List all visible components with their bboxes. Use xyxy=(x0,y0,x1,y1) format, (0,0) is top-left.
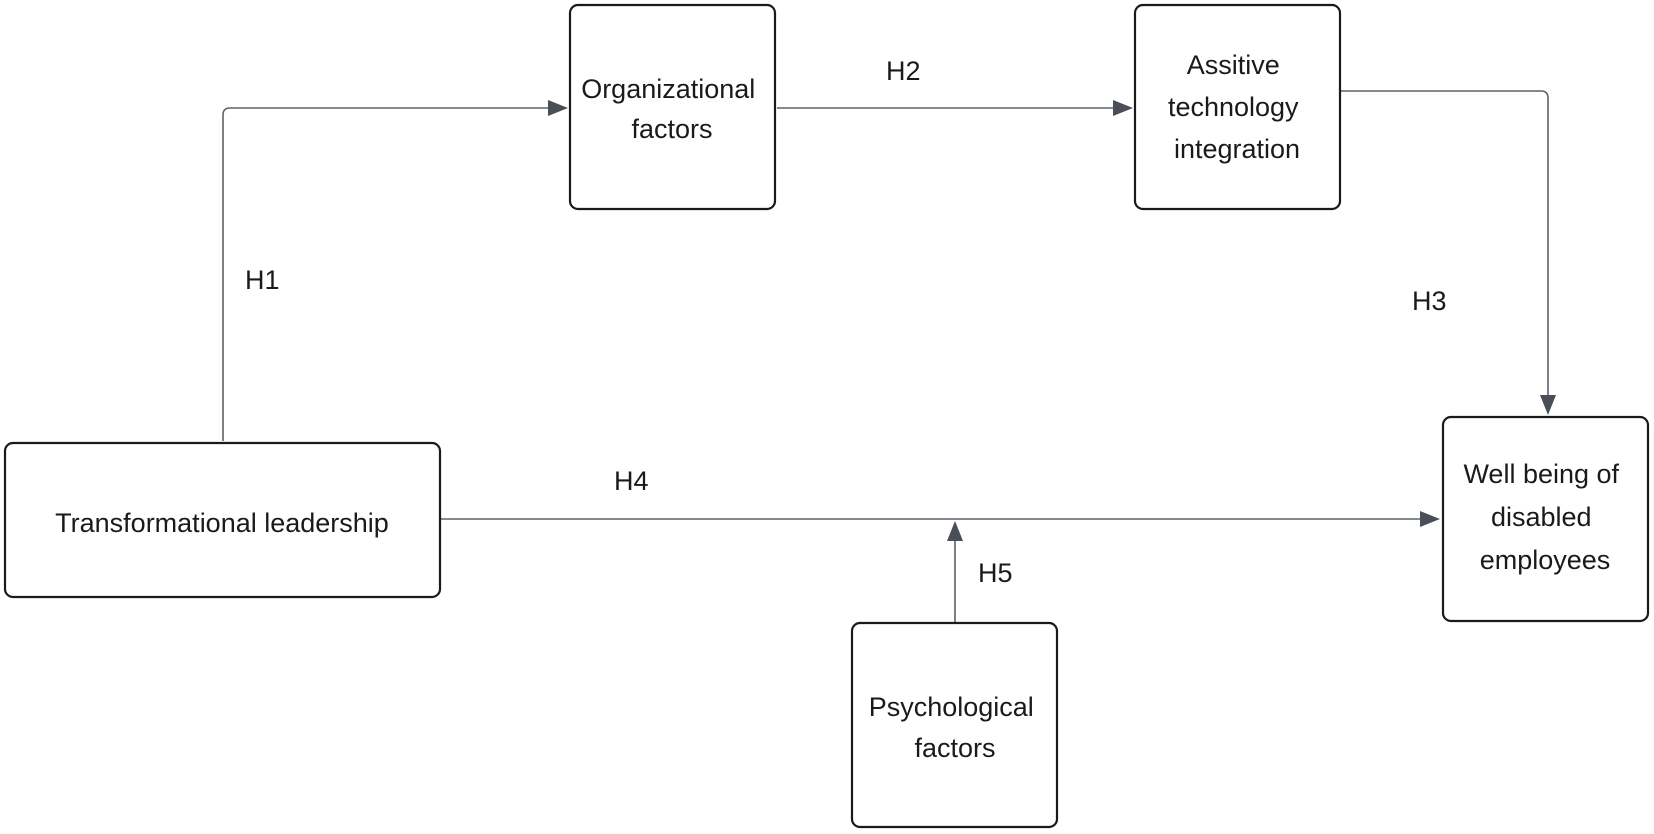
edge-h4 xyxy=(441,511,1440,527)
edge-h1 xyxy=(222,100,568,441)
svg-text:Well being of disabled: Well being of disabled employees xyxy=(1463,459,1626,575)
node-wellbeing-line-3: employees xyxy=(1480,545,1611,575)
node-assistive-technology-integration: Assitive technology integration xyxy=(1133,3,1342,211)
svg-text:Transformational leadership: Transformational leadership xyxy=(55,508,389,538)
edge-label-h2: H2 xyxy=(886,56,921,86)
node-assistive-line-2: technology xyxy=(1168,92,1299,122)
edge-label-h3: H3 xyxy=(1412,286,1447,316)
node-psychological-line-2: factors xyxy=(914,733,995,763)
node-wellbeing-line-1: Well being of xyxy=(1463,459,1619,489)
node-transformational-leadership: Transformational leadership xyxy=(3,441,442,599)
edge-label-h4: H4 xyxy=(614,466,649,496)
node-psychological-line-1: Psychological xyxy=(869,692,1034,722)
edge-label-h5: H5 xyxy=(978,558,1013,588)
edge-h3 xyxy=(1341,90,1556,415)
node-assistive-line-3: integration xyxy=(1174,134,1300,164)
node-transformational-leadership-label: Transformational leadership xyxy=(55,508,389,538)
node-well-being-disabled-employees: Well being of disabled employees xyxy=(1441,415,1650,623)
svg-text:Assitive technology: Assitive technology integration xyxy=(1168,50,1306,164)
node-organizational-factors: Organizational factors xyxy=(568,3,777,211)
node-assistive-line-1: Assitive xyxy=(1187,50,1280,80)
svg-text:Psychological factors: Psychological factors xyxy=(869,692,1042,763)
node-organizational-factors-line-2: factors xyxy=(631,114,712,144)
edge-h2 xyxy=(777,100,1133,116)
node-organizational-factors-line-1: Organizational xyxy=(581,74,755,104)
edge-label-h1: H1 xyxy=(245,265,280,295)
node-wellbeing-line-2: disabled xyxy=(1491,502,1592,532)
svg-text:Organizational factors: Organizational factors xyxy=(581,74,763,144)
node-psychological-factors: Psychological factors xyxy=(850,621,1059,829)
edge-h5 xyxy=(947,521,963,623)
